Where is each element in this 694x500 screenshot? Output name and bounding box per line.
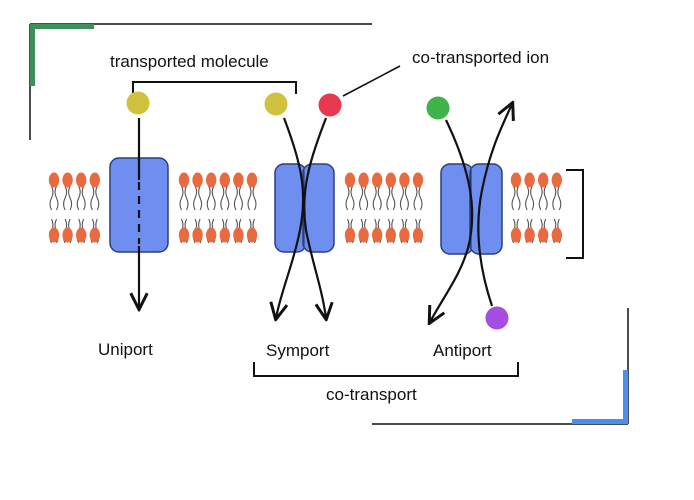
lipid-head-bottom <box>62 227 73 243</box>
lipid-head-bottom <box>206 227 217 243</box>
antiport-arrow-green <box>430 119 474 322</box>
lipid-head-bottom <box>524 227 535 243</box>
lipid-head-bottom <box>399 227 410 243</box>
lipid-head-top <box>89 172 101 188</box>
lipid-head-top <box>372 172 383 188</box>
lipid-head-top <box>385 172 396 188</box>
symport-arrow-left <box>276 117 305 318</box>
co-transport-bracket <box>253 362 519 377</box>
lipid-head-bottom <box>178 227 190 243</box>
frame-accent-blue-right <box>623 370 628 424</box>
transported-molecule-bracket <box>132 81 297 94</box>
lipid-head-bottom <box>412 227 424 243</box>
lipid-head-top <box>538 172 549 188</box>
lipid-head-top <box>358 172 369 188</box>
lipid-head-top <box>344 172 356 188</box>
lipid-head-bottom <box>192 227 203 243</box>
frame-accent-blue-bottom <box>572 419 628 424</box>
lipid-heads <box>48 172 562 243</box>
frame-bottom-right <box>372 308 629 425</box>
lipid-head-bottom <box>219 227 230 243</box>
antiport-co-ion-purple <box>485 306 509 330</box>
lipid-head-bottom <box>510 227 522 243</box>
lipid-head-top <box>219 172 230 188</box>
symport-arrow-right <box>303 117 326 318</box>
frame-accent-green-left <box>30 24 35 86</box>
label-symport: Symport <box>266 341 330 360</box>
lipid-head-bottom <box>89 227 101 243</box>
lipid-head-bottom <box>358 227 369 243</box>
lipid-head-bottom <box>551 227 562 243</box>
lipid-head-top <box>412 172 424 188</box>
lipid-head-top <box>399 172 410 188</box>
lipid-head-top <box>178 172 190 188</box>
uniport-molecule <box>126 91 150 115</box>
lipid-head-top <box>246 172 258 188</box>
label-uniport: Uniport <box>98 340 153 359</box>
lipid-head-bottom <box>246 227 258 243</box>
antiport-co-ion-green <box>426 96 450 120</box>
lipid-head-top <box>48 172 60 188</box>
frame-top-left <box>29 23 372 140</box>
lipid-head-top <box>192 172 203 188</box>
symport-molecule <box>264 92 288 116</box>
lipid-head-bottom <box>538 227 549 243</box>
symport-co-ion-red <box>318 93 342 117</box>
co-ion-pointer-line <box>342 65 401 97</box>
lipid-head-top <box>524 172 535 188</box>
label-co-transported-ion: co-transported ion <box>412 48 550 67</box>
lipid-head-bottom <box>233 227 244 243</box>
membrane-bracket <box>566 169 584 259</box>
lipid-head-bottom <box>385 227 396 243</box>
label-transported-molecule: transported molecule <box>110 52 269 71</box>
lipid-head-bottom <box>372 227 383 243</box>
antiport-arrow-purple <box>477 104 512 307</box>
antiport-protein-right <box>469 163 503 255</box>
lipid-head-top <box>76 172 87 188</box>
transport-proteins <box>109 157 503 255</box>
lipid-head-bottom <box>76 227 87 243</box>
lipid-head-top <box>62 172 73 188</box>
frame-accent-green-top <box>30 24 94 29</box>
lipid-head-top <box>510 172 522 188</box>
label-co-transport: co-transport <box>326 385 417 404</box>
lipid-head-top <box>551 172 562 188</box>
label-antiport: Antiport <box>433 341 492 360</box>
lipid-head-bottom <box>48 227 60 243</box>
lipid-head-top <box>233 172 244 188</box>
lipid-head-bottom <box>344 227 356 243</box>
lipid-head-top <box>206 172 217 188</box>
